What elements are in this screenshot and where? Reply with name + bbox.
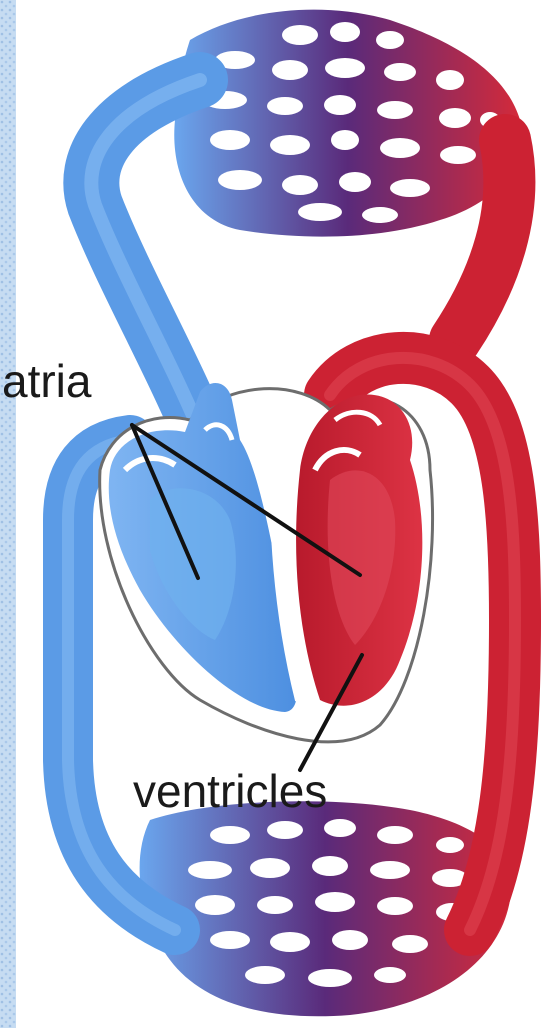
side-strip [0,0,16,1028]
upper-capillary-bed [174,10,521,237]
atria-label: atria [2,355,92,407]
ventricles-label: ventricles [133,765,327,817]
